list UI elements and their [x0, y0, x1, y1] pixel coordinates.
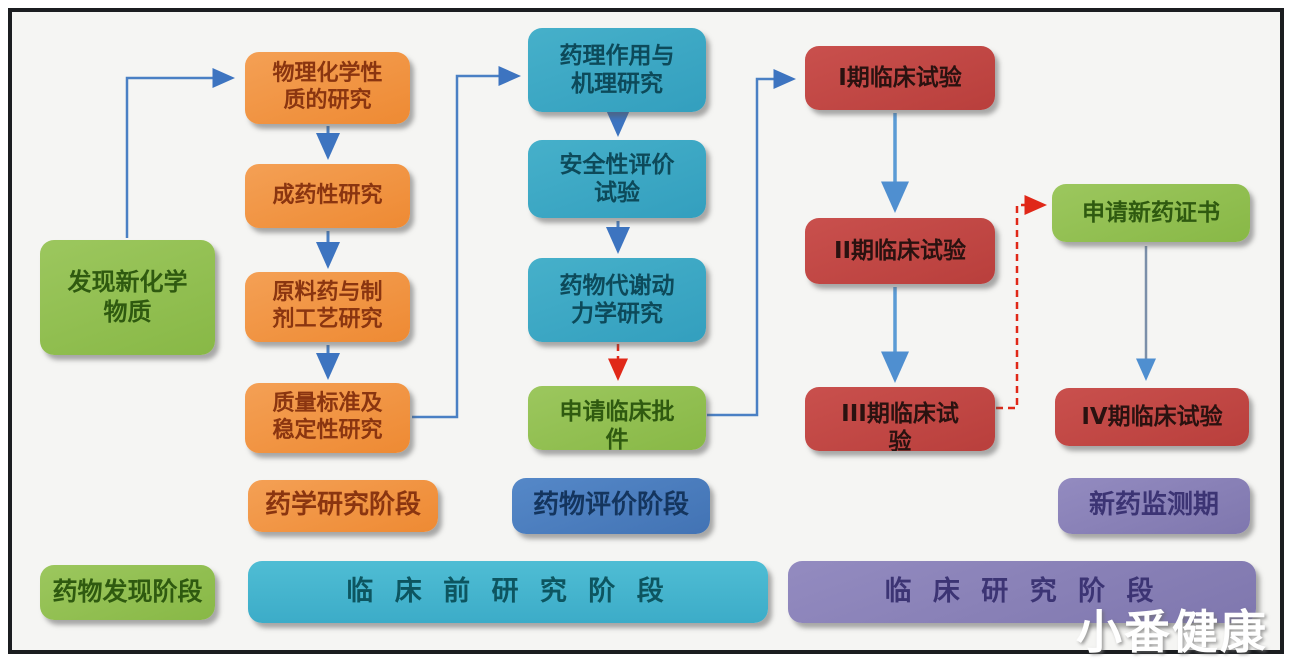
node-quality-stability-research: 质量标准及 稳定性研究	[245, 383, 410, 453]
node-safety-evaluation: 安全性评价 试验	[528, 140, 706, 218]
label-new-drug-monitoring-period: 新药监测期	[1058, 478, 1250, 534]
node-new-drug-certificate: 申请新药证书	[1052, 184, 1250, 242]
node-phase4-clinical-trial: IV期临床试验	[1055, 388, 1249, 446]
node-clinical-trial-application: 申请临床批 件	[528, 386, 706, 450]
stage-bar-clinical-research: 临 床 研 究 阶 段	[788, 561, 1256, 623]
node-phase1-clinical-trial: I期临床试验	[805, 46, 995, 110]
node-phase2-clinical-trial: II期临床试验	[805, 218, 995, 284]
node-discover-new-chemical: 发现新化学 物质	[40, 240, 215, 355]
node-pharmacology-mechanism: 药理作用与 机理研究	[528, 28, 706, 112]
node-phase3-clinical-trial: III期临床试 验	[805, 387, 995, 451]
node-physicochemical-research: 物理化学性 质的研究	[245, 52, 410, 124]
stage-bar-preclinical-research: 临 床 前 研 究 阶 段	[248, 561, 768, 623]
node-api-formulation-research: 原料药与制 剂工艺研究	[245, 272, 410, 342]
node-pharmacokinetics: 药物代谢动 力学研究	[528, 258, 706, 342]
label-pharmaceutical-research-stage: 药学研究阶段	[248, 480, 438, 532]
stage-bar-drug-discovery: 药物发现阶段	[40, 565, 215, 620]
label-drug-evaluation-stage: 药物评价阶段	[512, 478, 710, 534]
watermark-xiaofan-health: 小番健康	[1076, 605, 1268, 659]
node-druggability-research: 成药性研究	[245, 164, 410, 228]
